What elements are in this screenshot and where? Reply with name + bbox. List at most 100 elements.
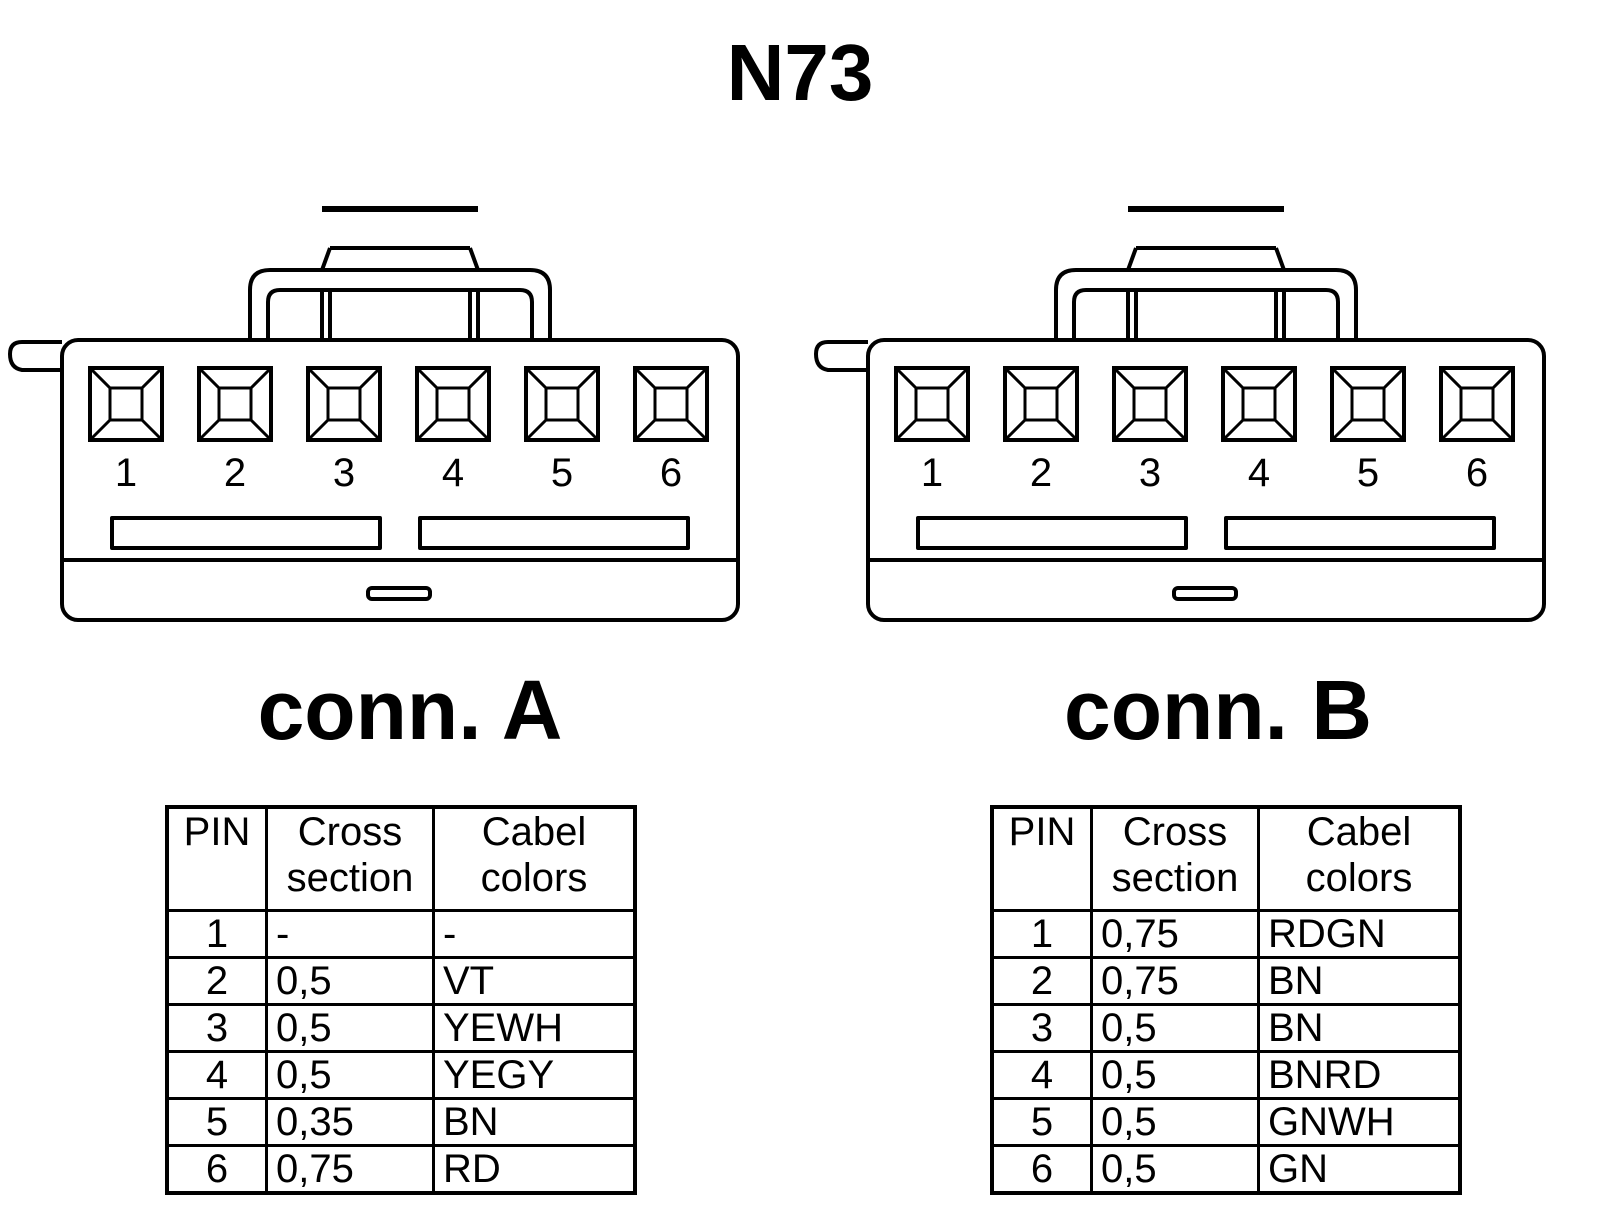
terminal-outer — [1221, 366, 1297, 442]
terminal-outer — [894, 366, 970, 442]
pin-cell: 1 — [990, 909, 1093, 959]
terminal-inner — [544, 386, 580, 422]
cross-section-cell: 0,5 — [265, 1003, 435, 1053]
cross-section-cell: 0,5 — [1090, 1050, 1260, 1100]
key-slot-right — [418, 516, 690, 550]
key-slot-left — [916, 516, 1188, 550]
connector-a-label: conn. A — [257, 663, 563, 757]
pin-cell: 1 — [165, 909, 268, 959]
cable-color-cell: BN — [1257, 956, 1462, 1006]
cross-section-column-header: Cross section — [1090, 805, 1260, 912]
table-header-row: PIN Cross section Cabel colors — [990, 805, 1462, 912]
pin-terminal: 1 — [894, 366, 970, 495]
pin-number-label: 2 — [224, 451, 246, 495]
pin-column-header: PIN — [165, 805, 268, 912]
cable-color-cell: BN — [432, 1097, 637, 1147]
side-tab — [814, 340, 868, 372]
cable-color-cell: BN — [1257, 1003, 1462, 1053]
latch-clip-head — [320, 246, 480, 271]
connector-a-pin-table: PIN Cross section Cabel colors 1 - - 2 0… — [165, 805, 637, 1195]
cable-color-cell: YEWH — [432, 1003, 637, 1053]
cross-section-cell: 0,5 — [1090, 1003, 1260, 1053]
pin-cell: 6 — [165, 1144, 268, 1195]
table-row: 3 0,5 YEWH — [165, 1003, 637, 1053]
terminal-outer — [197, 366, 273, 442]
pin-terminal: 1 — [88, 366, 164, 495]
pin-number-label: 5 — [1357, 451, 1379, 495]
terminal-outer — [306, 366, 382, 442]
terminal-inner — [1023, 386, 1059, 422]
table-row: 6 0,75 RD — [165, 1144, 637, 1195]
cross-section-header-line1: Cross — [1122, 810, 1228, 854]
terminal-inner — [1241, 386, 1277, 422]
cable-color-cell: VT — [432, 956, 637, 1006]
terminal-outer — [633, 366, 709, 442]
terminal-outer — [1439, 366, 1515, 442]
latch-outer — [1054, 268, 1358, 342]
table-header-row: PIN Cross section Cabel colors — [165, 805, 637, 912]
pin-number-label: 1 — [115, 451, 137, 495]
cable-colors-header-line1: Cabel — [1306, 810, 1412, 854]
cross-section-header-line1: Cross — [297, 810, 403, 854]
cable-color-cell: GN — [1257, 1144, 1462, 1195]
latch-inner — [266, 288, 534, 342]
cross-section-cell: 0,5 — [265, 956, 435, 1006]
pin-number-label: 1 — [921, 451, 943, 495]
table-row: 5 0,5 GNWH — [990, 1097, 1462, 1147]
table-row: 4 0,5 BNRD — [990, 1050, 1462, 1100]
terminal-inner — [1459, 386, 1495, 422]
latch-clip-rails — [320, 290, 480, 342]
pin-terminal: 3 — [306, 366, 382, 495]
cross-section-column-header: Cross section — [265, 805, 435, 912]
cable-colors-column-header: Cabel colors — [432, 805, 637, 912]
pin-cell: 4 — [165, 1050, 268, 1100]
cross-section-cell: 0,5 — [265, 1050, 435, 1100]
cross-section-cell: 0,5 — [1090, 1144, 1260, 1195]
pin-cell: 5 — [990, 1097, 1093, 1147]
terminal-bevel — [88, 366, 164, 442]
terminal-inner — [108, 386, 144, 422]
table-row: 1 0,75 RDGN — [990, 909, 1462, 959]
cable-color-cell: RD — [432, 1144, 637, 1195]
cross-section-cell: 0,75 — [1090, 909, 1260, 959]
cable-color-cell: - — [432, 909, 637, 959]
terminal-bevel — [894, 366, 970, 442]
terminal-bevel — [197, 366, 273, 442]
pin-number-label: 2 — [1030, 451, 1052, 495]
cross-section-cell: 0,75 — [1090, 956, 1260, 1006]
diagram-title: N73 — [726, 28, 874, 117]
pin-cell: 3 — [165, 1003, 268, 1053]
housing-outline — [866, 338, 1546, 622]
table-row: 1 - - — [165, 909, 637, 959]
terminal-inner — [326, 386, 362, 422]
terminal-inner — [653, 386, 689, 422]
release-notch — [1172, 586, 1238, 601]
latch-outer — [248, 268, 552, 342]
terminal-outer — [1330, 366, 1406, 442]
pin-terminal: 6 — [633, 366, 709, 495]
pin-terminal: 3 — [1112, 366, 1188, 495]
pin-terminal: 4 — [415, 366, 491, 495]
terminal-bevel — [1003, 366, 1079, 442]
terminal-bevel — [1330, 366, 1406, 442]
latch-inner — [1072, 288, 1340, 342]
terminal-outer — [1003, 366, 1079, 442]
table-row: 5 0,35 BN — [165, 1097, 637, 1147]
pin-cell: 6 — [990, 1144, 1093, 1195]
pin-number-label: 4 — [1248, 451, 1270, 495]
terminal-outer — [415, 366, 491, 442]
connector-b-pins: 1 2 3 4 5 6 — [894, 366, 1515, 495]
pin-terminal: 6 — [1439, 366, 1515, 495]
terminal-bevel — [1221, 366, 1297, 442]
cross-section-cell: - — [265, 909, 435, 959]
connector-b-drawing: 1 2 3 4 5 6 — [814, 206, 1546, 622]
terminal-inner — [914, 386, 950, 422]
cross-section-header-line2: section — [1111, 856, 1239, 900]
housing-outline — [60, 338, 740, 622]
pin-number-label: 4 — [442, 451, 464, 495]
table-row: 2 0,75 BN — [990, 956, 1462, 1006]
pin-number-label: 6 — [660, 451, 682, 495]
terminal-bevel — [1112, 366, 1188, 442]
side-tab — [8, 340, 62, 372]
